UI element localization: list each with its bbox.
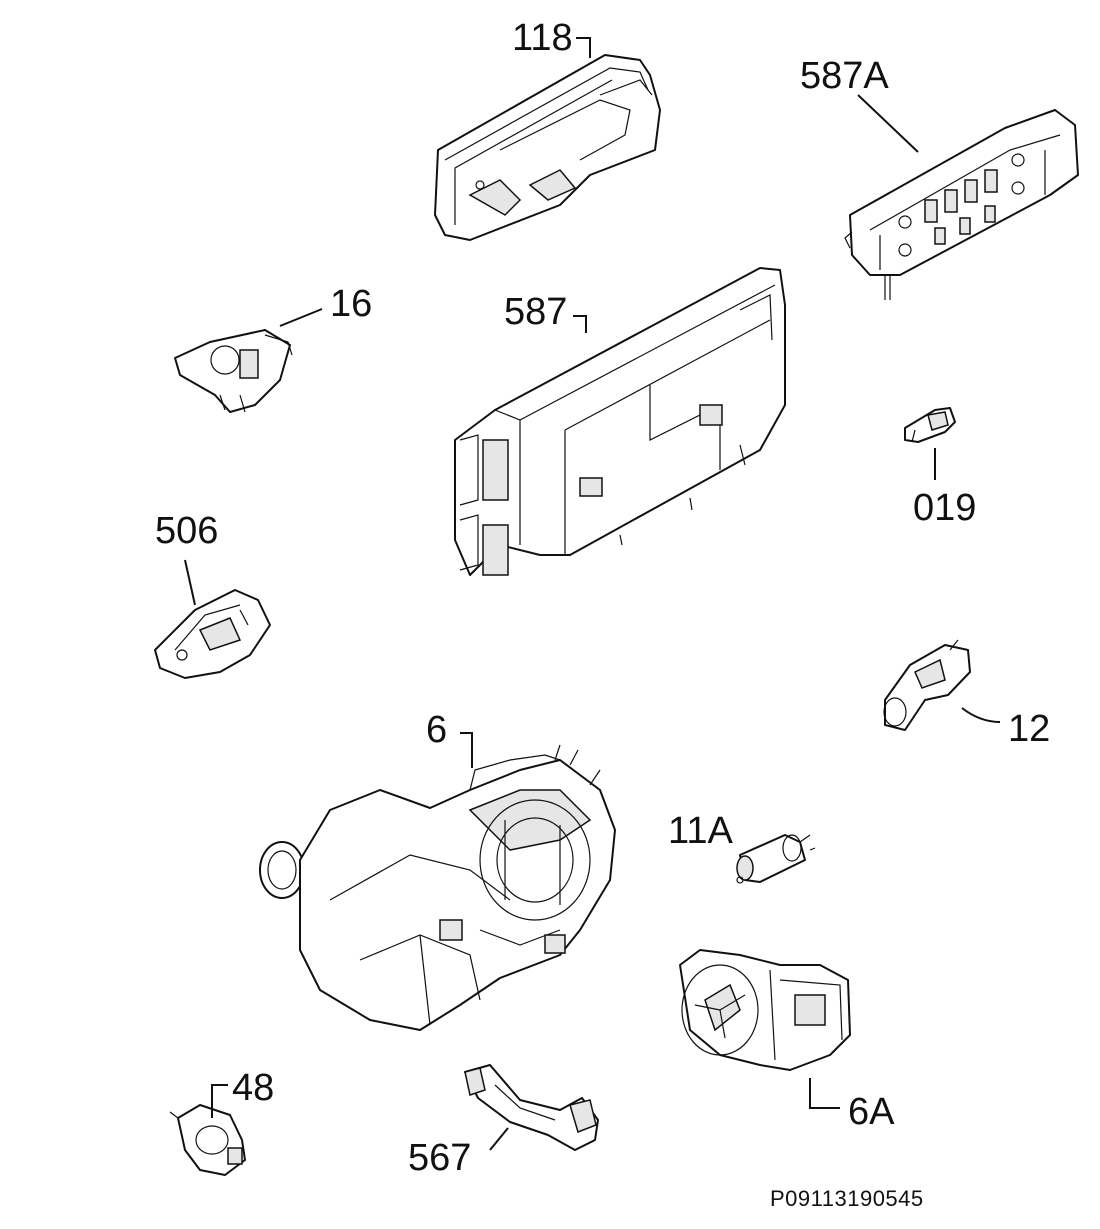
label-6A: 6A	[848, 1091, 895, 1133]
label-567: 567	[408, 1137, 471, 1179]
label-118: 118	[512, 17, 573, 59]
label-587: 587	[504, 291, 567, 333]
leader-6	[460, 732, 473, 768]
label-506: 506	[155, 510, 218, 552]
part-11A-drawing	[736, 834, 816, 884]
part-6A-drawing	[679, 949, 851, 1071]
leader-48	[211, 1084, 228, 1118]
leader-12	[961, 707, 1001, 723]
leader-587A	[857, 94, 919, 153]
leader-506	[184, 559, 196, 606]
part-6-drawing	[259, 744, 616, 1031]
part-48-drawing	[169, 1104, 246, 1176]
leader-16	[279, 308, 323, 327]
part-567-drawing	[464, 1064, 599, 1151]
label-11A: 11A	[668, 810, 733, 852]
reference-code: P09113190545	[770, 1186, 924, 1211]
leader-6A	[809, 1078, 840, 1109]
part-506-drawing	[154, 589, 271, 679]
part-587A-drawing	[844, 109, 1079, 300]
label-16: 16	[330, 283, 372, 325]
label-587A: 587A	[800, 55, 889, 97]
part-118-drawing	[434, 54, 661, 241]
leader-567	[489, 1127, 509, 1151]
leader-587	[573, 315, 587, 333]
part-587-drawing	[454, 267, 786, 576]
label-019: 019	[913, 487, 976, 529]
label-48: 48	[232, 1067, 274, 1109]
part-019-drawing	[904, 407, 956, 443]
leader-118	[576, 37, 591, 58]
part-16-drawing	[174, 329, 293, 413]
label-12: 12	[1008, 708, 1050, 750]
part-12-drawing	[883, 639, 971, 731]
label-6: 6	[426, 709, 447, 751]
